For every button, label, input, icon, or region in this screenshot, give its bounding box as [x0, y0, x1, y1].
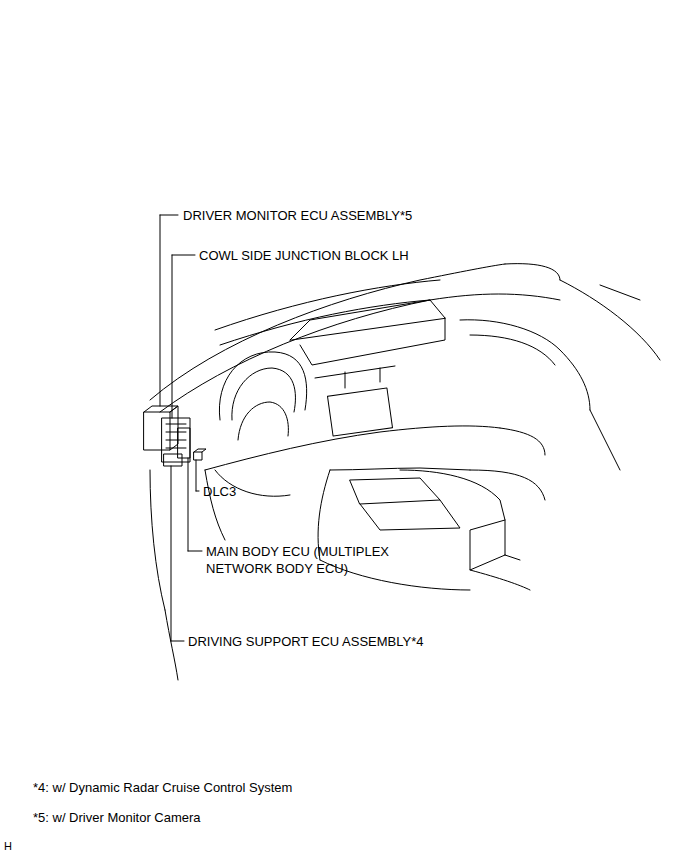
footnote: *5: w/ Driver Monitor Camera	[33, 809, 201, 826]
part-name: DRIVING SUPPORT ECU ASSEMBLY*4	[188, 633, 424, 650]
footnote: *4: w/ Dynamic Radar Cruise Control Syst…	[33, 779, 292, 796]
part-name: DRIVER MONITOR ECU ASSEMBLY*5	[183, 207, 412, 224]
part-name: COWL SIDE JUNCTION BLOCK LH	[199, 247, 409, 264]
part-name: MAIN BODY ECU (MULTIPLEX NETWORK BODY EC…	[206, 543, 411, 577]
part-name: DLC3	[203, 483, 236, 500]
page-mark: H	[4, 838, 12, 855]
